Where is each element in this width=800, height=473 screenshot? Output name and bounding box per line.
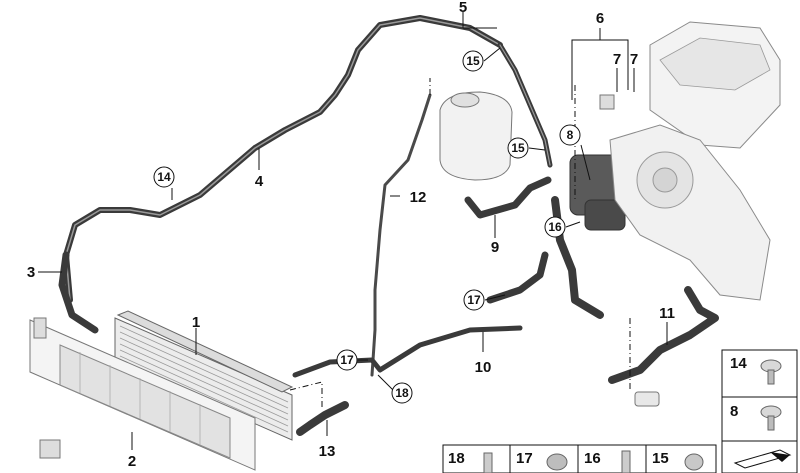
hose-3 [58, 251, 99, 334]
expansion-tank [439, 91, 513, 181]
hose-13 [296, 401, 349, 436]
callout-13: 13 [319, 443, 336, 460]
table-label-17: 17 [516, 450, 533, 467]
radiator [114, 310, 294, 441]
table-label-16: 16 [584, 450, 601, 467]
svg-text:17: 17 [467, 293, 481, 307]
wedge-icon [733, 449, 792, 469]
callout-17b: 17 [336, 349, 358, 371]
callout-8: 8 [559, 124, 581, 146]
screw-icon [760, 405, 782, 431]
sensor-part [634, 391, 660, 407]
svg-text:16: 16 [548, 220, 562, 234]
hose-11 [608, 286, 719, 384]
svg-text:18: 18 [395, 386, 409, 400]
bolt-icon [621, 450, 631, 473]
callout-14: 14 [153, 166, 175, 188]
callout-11: 11 [659, 305, 675, 322]
callout-9: 9 [491, 239, 499, 256]
nut-icon [546, 453, 568, 471]
hose-5 [497, 42, 553, 168]
engine-cover [649, 21, 781, 149]
table-cell-8 [721, 396, 798, 442]
table-cell-16 [577, 444, 647, 473]
svg-text:15: 15 [466, 54, 480, 68]
table-cell-14 [721, 349, 798, 398]
callout-2: 2 [128, 453, 136, 470]
table-label-8: 8 [730, 403, 738, 420]
svg-text:17: 17 [340, 353, 354, 367]
hose-9 [464, 176, 552, 219]
radiator-frame [29, 317, 256, 471]
parts-table-side: 14 8 [721, 349, 798, 473]
callout-3: 3 [27, 264, 35, 281]
nut-icon [684, 453, 704, 471]
svg-text:15: 15 [511, 141, 525, 155]
callout-15a: 15 [462, 50, 484, 72]
table-label-18: 18 [448, 450, 465, 467]
callout-12: 12 [410, 189, 427, 206]
callout-16: 16 [544, 216, 566, 238]
callout-7a: 7 [613, 51, 621, 68]
callout-10: 10 [475, 359, 492, 376]
screw-icon [760, 359, 782, 385]
parts-table-bottom: 18 17 16 15 [442, 444, 717, 473]
table-cell-18 [442, 444, 511, 473]
callout-4: 4 [255, 173, 264, 190]
hose-long-4 [63, 15, 503, 303]
callout-7b: 7 [630, 51, 638, 68]
callout-17a: 17 [463, 289, 485, 311]
table-cell-15 [645, 444, 717, 473]
bolt-icon [483, 452, 493, 473]
callout-1: 1 [192, 314, 200, 331]
table-label-14: 14 [730, 355, 747, 372]
leader-lines [38, 12, 668, 450]
callout-18: 18 [391, 382, 413, 404]
table-label-15: 15 [652, 450, 669, 467]
svg-text:14: 14 [157, 170, 171, 184]
hose-12 [370, 93, 432, 377]
engine-block [609, 124, 771, 301]
svg-text:8: 8 [567, 128, 574, 142]
callout-6: 6 [596, 10, 604, 27]
callout-5: 5 [459, 0, 467, 16]
callout-15b: 15 [507, 137, 529, 159]
hose-10 [292, 251, 549, 378]
